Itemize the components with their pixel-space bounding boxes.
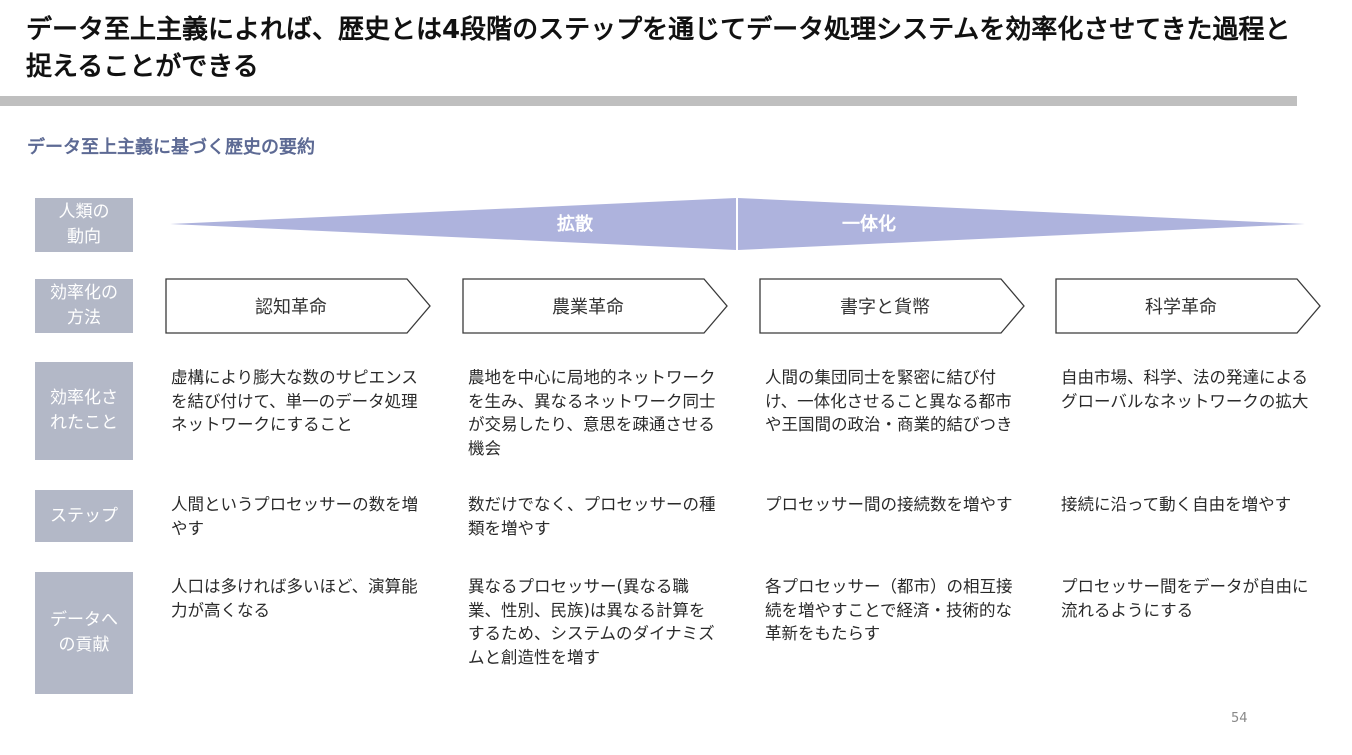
method-chevron-3: 書字と貨幣 xyxy=(759,278,1027,334)
method-chevron-1: 認知革命 xyxy=(165,278,433,334)
integration-shape xyxy=(738,198,1305,250)
row-label-trend-text: 人類の 動向 xyxy=(58,202,110,247)
row-label-achieved-text: 効率化さ れたこと xyxy=(50,388,118,433)
method-label-4: 科学革命 xyxy=(1145,297,1217,318)
achieved-cell-3: 人間の集団同士を緊密に結び付け、一体化させること異なる都市や王国間の政治・商業的… xyxy=(765,368,1013,434)
title-divider xyxy=(0,96,1297,106)
achieved-cell-2: 農地を中心に局地的ネットワークを生み、異なるネットワーク同士が交易したり、意思を… xyxy=(468,368,716,458)
step-cell-1: 人間というプロセッサーの数を増やす xyxy=(171,495,419,538)
contribution-cell-1: 人口は多ければ多いほど、演算能力が高くなる xyxy=(171,577,418,620)
chevron-arrow-icon xyxy=(1055,278,1321,334)
step-cell-4: 接続に沿って動く自由を増やす xyxy=(1061,495,1292,514)
section-subtitle: データ至上主義に基づく歴史の要約 xyxy=(27,137,315,158)
phase-integration: 一体化 xyxy=(842,214,896,235)
method-chevron-2: 農業革命 xyxy=(462,278,730,334)
achieved-cell-1: 虚構により膨大な数のサピエンスを結び付けて、単一のデータ処理ネットワークにするこ… xyxy=(171,368,418,434)
row-label-step-text: ステップ xyxy=(50,505,118,526)
contribution-cell-2: 異なるプロセッサー(異なる職業、性別、民族)は異なる計算をするため、システムのダ… xyxy=(468,577,715,667)
contribution-cell-3: 各プロセッサー（都市）の相互接続を増やすことで経済・技術的な革新をもたらす xyxy=(765,577,1013,643)
contribution-cell-4: プロセッサー間をデータが自由に流れるようにする xyxy=(1061,577,1309,620)
step-cell-2: 数だけでなく、プロセッサーの種類を増やす xyxy=(468,495,716,538)
chevron-arrow-icon xyxy=(759,278,1025,334)
diffusion-shape xyxy=(170,198,736,250)
row-label-contribution-text: データへ の貢献 xyxy=(50,610,118,655)
method-label-2: 農業革命 xyxy=(552,297,624,318)
chevron-arrow-icon xyxy=(462,278,728,334)
achieved-cell-4: 自由市場、科学、法の発達によるグローバルなネットワークの拡大 xyxy=(1061,368,1309,411)
row-label-step: ステップ xyxy=(35,490,133,542)
row-label-method-text: 効率化の 方法 xyxy=(50,283,118,328)
chevron-arrow-icon xyxy=(165,278,431,334)
trend-arrow xyxy=(170,198,1305,250)
step-cell-3: プロセッサー間の接続数を増やす xyxy=(765,495,1013,514)
row-label-method: 効率化の 方法 xyxy=(35,279,133,333)
method-label-1: 認知革命 xyxy=(255,297,327,318)
method-label-3: 書字と貨幣 xyxy=(840,297,930,318)
method-chevron-4: 科学革命 xyxy=(1055,278,1323,334)
page-number: 54 xyxy=(1231,711,1248,726)
row-label-achieved: 効率化さ れたこと xyxy=(35,362,133,460)
phase-diffusion: 拡散 xyxy=(557,214,593,235)
page-title: データ至上主義によれば、歴史とは4段階のステップを通じてデータ処理システムを効率… xyxy=(26,15,1291,82)
row-label-contribution: データへ の貢献 xyxy=(35,572,133,694)
row-label-trend: 人類の 動向 xyxy=(35,198,133,252)
